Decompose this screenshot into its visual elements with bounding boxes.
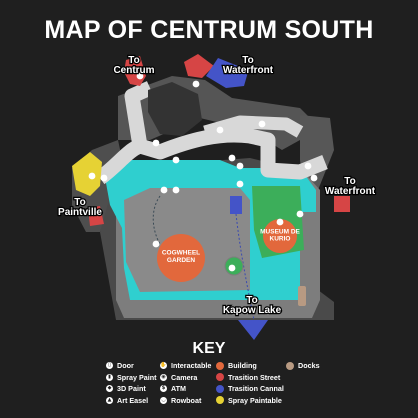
interactable-icon[interactable] xyxy=(216,126,224,134)
key-item-art-easel: ▲Art Easel xyxy=(106,395,149,405)
door-icon[interactable] xyxy=(160,186,168,194)
dock xyxy=(298,286,306,306)
transition-canal-kapow-lake xyxy=(238,320,268,340)
key-item-transition-street: Trasition Street xyxy=(216,372,284,384)
transition-canal-waterfront-north xyxy=(206,58,248,88)
building-swatch xyxy=(216,361,224,370)
rowboat-icon[interactable] xyxy=(172,156,180,164)
key-item-interactable: ✋Interactable xyxy=(160,361,212,370)
dotted-path-west xyxy=(152,195,161,245)
interactable-icon[interactable] xyxy=(228,264,236,272)
key-title: KEY xyxy=(192,340,226,357)
door-icon[interactable] xyxy=(304,162,312,170)
key-item-docks: Docks xyxy=(286,360,320,372)
key-item-door: ▯Door xyxy=(106,360,157,372)
door-icon[interactable] xyxy=(276,218,284,226)
spray-paintable-wall xyxy=(72,152,102,196)
art-easel-icon: ▲ xyxy=(106,396,113,404)
transition-street-swatch xyxy=(216,373,224,382)
camera-icon[interactable] xyxy=(310,174,318,182)
3d-paint-icon: ◆ xyxy=(106,385,113,393)
camera-icon: ◉ xyxy=(160,373,167,381)
interactable-icon[interactable] xyxy=(296,210,304,218)
dotted-path-east xyxy=(235,213,255,321)
key-column-icons-2: ✋Interactable ◉Camera $ATM ◡Rowboat xyxy=(160,360,211,406)
art-easel-icon[interactable] xyxy=(100,174,108,182)
spray-paintable-swatch xyxy=(216,396,224,405)
transition-street-waterfront-north xyxy=(184,54,214,78)
3d-paint-icon[interactable] xyxy=(88,172,96,180)
door-icon[interactable] xyxy=(258,120,266,128)
main-street xyxy=(95,127,328,185)
key-item-transition-canal: Trasition Cannal xyxy=(216,383,284,395)
key-item-spray-paintable: Spray Paintable xyxy=(216,395,284,407)
atm-icon[interactable] xyxy=(236,162,244,170)
transition-canal-waterfront-east xyxy=(230,196,242,214)
key-item-spray-paint: ▮Spray Paint xyxy=(106,372,157,384)
map-title: MAP OF CENTRUM SOUTH xyxy=(44,16,374,44)
central-pit xyxy=(148,82,202,136)
camera-icon[interactable] xyxy=(152,139,160,147)
key-column-colors: Building Trasition Street Trasition Cann… xyxy=(216,360,284,406)
north-street xyxy=(124,81,154,148)
atm-icon: $ xyxy=(160,385,167,393)
key-item-building: Building xyxy=(216,360,284,372)
camera-icon[interactable] xyxy=(172,186,180,194)
poi-icons xyxy=(88,72,318,272)
transition-street-paintville xyxy=(88,206,104,226)
door-icon: ▯ xyxy=(106,362,113,370)
key-item-3d-paint: ◆3D Paint xyxy=(106,384,146,393)
key-item-rowboat: ◡Rowboat xyxy=(160,395,202,405)
door-icon[interactable] xyxy=(236,180,244,188)
interactable-icon: ✋ xyxy=(160,362,167,370)
key-item-atm: $ATM xyxy=(160,384,187,393)
transition-street-waterfront-east xyxy=(334,196,350,212)
museum-building[interactable] xyxy=(263,219,297,253)
cogwheel-garden-building[interactable] xyxy=(157,234,205,282)
door-icon[interactable] xyxy=(136,72,144,80)
interactable-icon[interactable] xyxy=(152,240,160,248)
spray-paint-icon: ▮ xyxy=(106,373,113,381)
rowboat-icon: ◡ xyxy=(160,396,167,404)
docks-swatch xyxy=(286,361,294,370)
door-icon[interactable] xyxy=(192,80,200,88)
key-column-docks: Docks xyxy=(286,360,320,372)
transition-canal-swatch xyxy=(216,384,224,393)
key-item-camera: ◉Camera xyxy=(160,372,198,382)
spray-paint-icon[interactable] xyxy=(228,154,236,162)
key-column-icons-1: ▯Door ▮Spray Paint ◆3D Paint ▲Art Easel xyxy=(106,360,157,406)
